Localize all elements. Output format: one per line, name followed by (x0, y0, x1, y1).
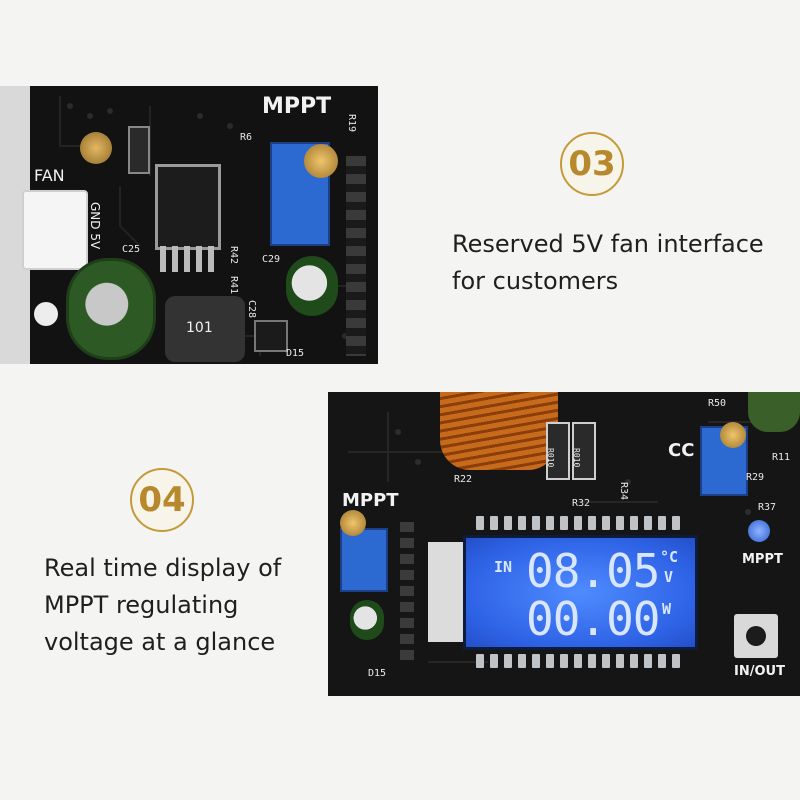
lcd-display: IN 08.05 00.00 °C V W (463, 535, 698, 650)
electrolytic-capacitor-green (66, 258, 156, 360)
label-c29: C29 (262, 254, 281, 265)
lcd-side-header (400, 522, 414, 662)
ic-legs (160, 246, 216, 272)
caption-04-line-1: Real time display of (44, 554, 282, 582)
lcd-pins-top (476, 516, 680, 530)
label-mppt: MPPT (262, 94, 332, 119)
mppt-trimpot-screw (340, 510, 366, 536)
pcb-photo-lcd-display: IN 08.05 00.00 °C V W MPPT CC MPPT IN/OU… (328, 392, 800, 696)
label-d15-bottom: D15 (368, 668, 387, 679)
label-r6: R6 (240, 132, 253, 143)
shunt-resistor-1 (546, 422, 570, 480)
fan-connector (22, 190, 88, 270)
caption-03: Reserved 5V fan interface for customers (452, 226, 764, 300)
label-r22: R22 (454, 474, 473, 485)
in-out-button[interactable] (734, 614, 778, 658)
label-r010-b: R010 (572, 448, 581, 468)
badge-03: 03 (560, 132, 624, 196)
label-mppt-led: MPPT (742, 552, 783, 567)
lcd-top-value: 08.05 (526, 544, 660, 598)
mppt-indicator-led (748, 520, 770, 542)
label-r37: R37 (758, 502, 777, 513)
label-r19: R19 (346, 114, 357, 133)
label-c28: C28 (246, 300, 257, 319)
label-r11: R11 (772, 452, 791, 463)
mounting-hole (34, 302, 58, 326)
button-plunger[interactable] (746, 626, 766, 646)
label-r34: R34 (618, 482, 629, 501)
label-r41: R41 (228, 276, 239, 295)
label-in-out: IN/OUT (734, 664, 785, 679)
label-fan: FAN (34, 166, 65, 185)
label-r29: R29 (746, 472, 765, 483)
pin-header (346, 156, 366, 356)
label-r50: R50 (708, 398, 727, 409)
label-c25: C25 (122, 244, 141, 255)
badge-04: 04 (130, 468, 194, 532)
lcd-unit-watts: W (662, 600, 672, 618)
electrolytic-capacitor-top-right (748, 392, 800, 432)
label-r32: R32 (572, 498, 591, 509)
electrolytic-capacitor-small (286, 256, 338, 316)
caption-03-line-2: for customers (452, 267, 619, 295)
pcb-photo-fan-interface: MPPT FAN GND 5V R6 R19 R42 R41 C25 C29 C… (0, 86, 378, 364)
caption-03-line-1: Reserved 5V fan interface (452, 230, 764, 258)
label-r42: R42 (228, 246, 239, 265)
label-mppt-left: MPPT (342, 490, 399, 511)
brass-screw (80, 132, 112, 164)
lcd-in-label: IN (494, 558, 513, 576)
trimpot-screw (304, 144, 338, 178)
caption-04-line-3: voltage at a glance (44, 628, 276, 656)
copper-coil (440, 392, 558, 470)
shunt-resistor-2 (572, 422, 596, 480)
regulator-ic (155, 164, 221, 250)
label-d15: D15 (286, 348, 305, 359)
lcd-unit-volts: V (664, 568, 674, 586)
smd-diode (128, 126, 150, 174)
caption-04: Real time display of MPPT regulating vol… (44, 550, 281, 661)
inductor (165, 296, 245, 362)
caption-04-line-2: MPPT regulating (44, 591, 239, 619)
mppt-trimpot (340, 528, 388, 592)
cc-trimpot-screw (720, 422, 746, 448)
label-r010-a: R010 (546, 448, 555, 468)
inductor-marking: 101 (186, 320, 213, 336)
lcd-pins-bottom (476, 654, 680, 668)
small-capacitor (350, 600, 384, 640)
label-gnd-5v: GND 5V (88, 202, 102, 250)
lcd-bottom-value: 00.00 (526, 592, 660, 646)
sd-d15-chip (254, 320, 288, 352)
lcd-unit-celsius: °C (660, 548, 679, 566)
label-cc: CC (668, 440, 695, 461)
lcd-reflector (428, 542, 468, 642)
